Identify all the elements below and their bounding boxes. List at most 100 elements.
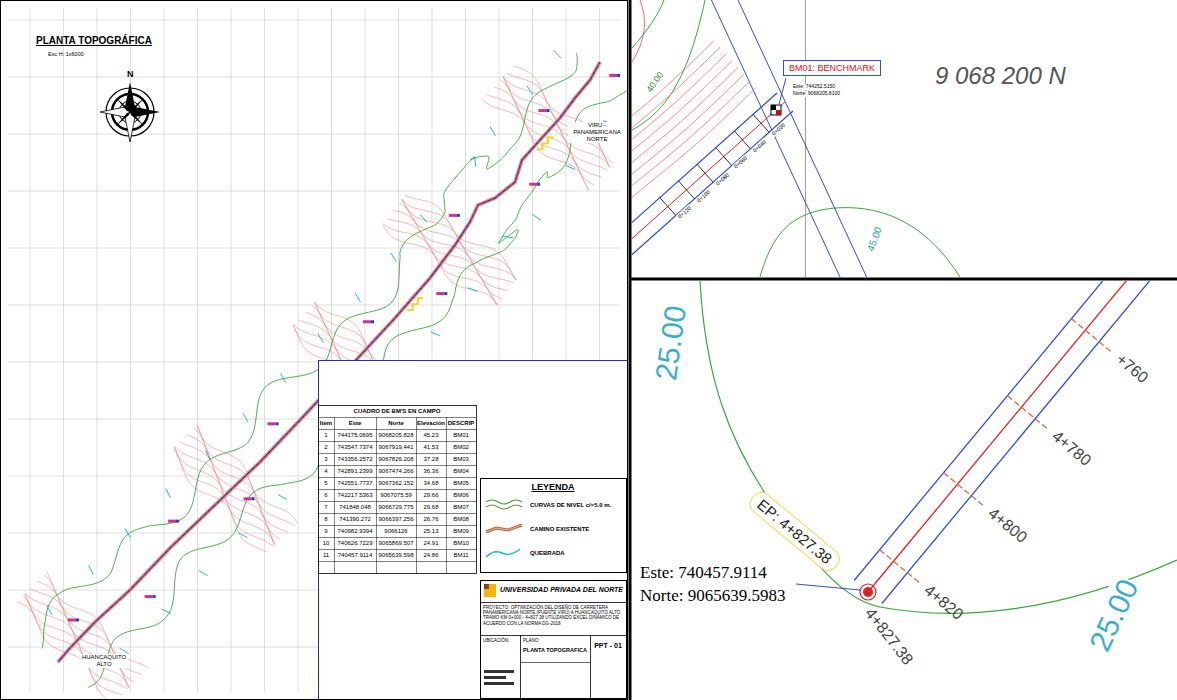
- stream-line: [238, 533, 247, 538]
- legend-item: CAMINO EXISTENTE: [484, 522, 589, 536]
- grid-line: [164, 8, 165, 692]
- sheet-number: PPT - 01: [590, 642, 626, 650]
- table-cell: 36.36: [416, 468, 446, 475]
- stream-line: [468, 288, 478, 292]
- stream-line: [89, 565, 94, 574]
- compass-point: [116, 112, 130, 126]
- legend-sample: [486, 525, 522, 532]
- place-name: VIRU - PANAMERICANA NORTE: [568, 122, 626, 143]
- table-rule: [446, 417, 447, 573]
- panel-divider: [630, 278, 1177, 281]
- table-cell: 9068205.828: [376, 432, 416, 439]
- table-rule: [318, 561, 476, 562]
- station-label: 0+040: [751, 138, 768, 154]
- station-label: 0+080: [714, 171, 731, 187]
- table-cell: 8: [318, 516, 334, 523]
- grid-line: [8, 20, 620, 21]
- station-tick: [660, 198, 676, 216]
- stream-line: [199, 571, 208, 576]
- stream-line: [527, 86, 532, 95]
- stream-line: [431, 332, 441, 336]
- scale-note: Esc H: 1x6000: [48, 51, 84, 57]
- contour-value: 45.00: [865, 225, 885, 254]
- table-cell: 9066397.256: [376, 516, 416, 523]
- compass-point: [130, 112, 144, 126]
- contour-line: [632, 54, 726, 229]
- table-cell: BM08: [446, 516, 476, 523]
- grid-line: [8, 248, 620, 249]
- table-cell: 741848.048: [334, 504, 376, 511]
- legend-sample: [484, 498, 524, 512]
- bm-marker: [436, 292, 444, 295]
- grid-line: [197, 8, 198, 692]
- legend-item: CURVAS DE NIVEL c/=5.0 m.: [484, 498, 611, 512]
- bm-marker: [276, 422, 279, 425]
- table-cell: 41.53: [416, 444, 446, 451]
- grid-line: [264, 8, 265, 692]
- benchmark-callout: BM01: BENCHMARK: [783, 60, 881, 76]
- bm-marker: [268, 422, 276, 425]
- table-cell: 37.28: [416, 456, 446, 463]
- stream-line: [206, 450, 211, 459]
- benchmark-symbol: [771, 105, 776, 110]
- bm-marker: [538, 109, 546, 112]
- table-cell: 34.68: [416, 480, 446, 487]
- contour-value: 25.00: [649, 303, 694, 382]
- table-cell: 29.68: [416, 504, 446, 511]
- logo-bar: [484, 670, 514, 673]
- highway-edge: [711, 0, 840, 277]
- title-block-rule: [480, 602, 627, 603]
- table-cell: BM11: [446, 552, 476, 559]
- bm-marker: [449, 214, 457, 217]
- table-cell: 741390.272: [334, 516, 376, 523]
- bm-marker: [153, 595, 156, 598]
- station-label: +760: [1112, 350, 1151, 387]
- table-cell: 5: [318, 480, 334, 487]
- title-block-rule: [480, 635, 627, 636]
- bm-marker: [244, 497, 252, 500]
- table-cell: 45.23: [416, 432, 446, 439]
- table-cell: 25.13: [416, 528, 446, 535]
- stream-line: [566, 165, 575, 169]
- table-cell: 4: [318, 468, 334, 475]
- table-rule: [334, 417, 335, 573]
- station-tick: [1008, 396, 1048, 429]
- stream-line: [166, 488, 171, 497]
- table-cell: 9066729.775: [376, 504, 416, 511]
- grid-line: [298, 8, 299, 692]
- end-point-detail: [700, 281, 1177, 613]
- compass-point: [116, 98, 130, 112]
- station-tick: [944, 473, 984, 506]
- grid-line: [8, 191, 620, 192]
- place-name: HUANCAQUITO ALTO: [80, 654, 128, 668]
- table-cell: 9067474.266: [376, 468, 416, 475]
- table-rule: [318, 441, 476, 442]
- stream-line: [355, 293, 360, 302]
- bm-marker: [609, 74, 617, 77]
- stream-line: [243, 413, 248, 422]
- table-rule: [318, 429, 476, 430]
- benchmark-symbol: [776, 110, 781, 115]
- stream-line: [532, 214, 541, 220]
- table-header: Item: [318, 420, 334, 427]
- table-cell: 9066126: [376, 528, 416, 535]
- legend-box: [481, 479, 627, 573]
- leader-line: [796, 584, 860, 590]
- logo-bar: [484, 682, 514, 685]
- road-edge: [882, 281, 1150, 604]
- table-cell: 742217.5363: [334, 492, 376, 499]
- station-tick: [716, 148, 732, 166]
- station-tick: [678, 181, 694, 199]
- table-cell: 740457.9114: [334, 552, 376, 559]
- table-cell: 24.86: [416, 552, 446, 559]
- bm-marker: [363, 320, 371, 323]
- table-rule: [318, 525, 476, 526]
- callout-text: EP: 4+827.38: [754, 496, 835, 568]
- title-block-rule: [520, 662, 590, 663]
- table-rule: [318, 489, 476, 490]
- bm-marker: [617, 74, 620, 77]
- table-cell: 10: [318, 540, 334, 547]
- table-rule: [318, 501, 476, 502]
- bm-marker: [444, 292, 447, 295]
